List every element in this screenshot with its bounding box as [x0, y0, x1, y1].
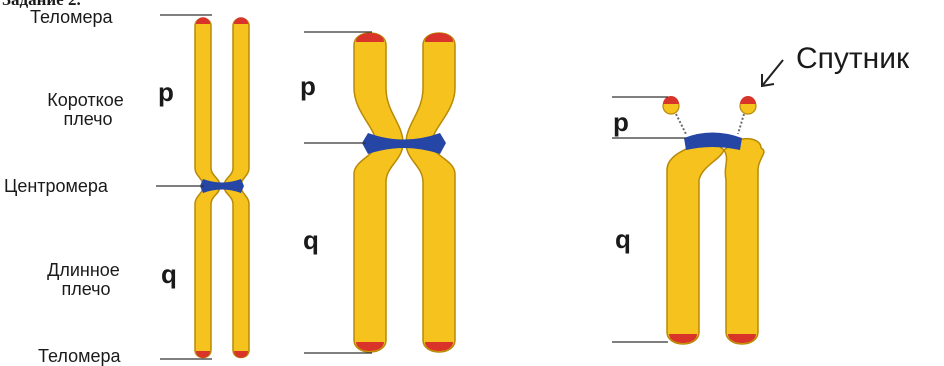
chromatid-right — [406, 33, 455, 352]
centromere — [200, 179, 244, 193]
chromatid-right — [724, 139, 764, 344]
long-arm-label-line1: Длинное — [47, 260, 120, 280]
chromosome-acrocentric — [663, 96, 764, 344]
p-arm-letter: p — [158, 77, 174, 107]
satellite-stalk-right — [738, 114, 744, 134]
arrow-icon — [762, 60, 783, 86]
telomere-top-right — [425, 33, 453, 42]
p-arm-letter: p — [300, 71, 316, 101]
short-arm-label-line1: Короткое — [47, 90, 123, 110]
telomere-bottom-label: Теломера — [38, 346, 122, 366]
short-arm-label-line2: плечо — [63, 109, 112, 129]
long-arm-label: Длинное плечо — [47, 260, 125, 299]
short-arm-label: Короткое плечо — [47, 90, 128, 129]
telomere-top-left — [196, 17, 210, 24]
chromatid-left — [667, 139, 724, 344]
satellite-label: Спутник — [796, 42, 910, 75]
p-arm-letter: p — [613, 107, 629, 137]
q-arm-letter: q — [303, 225, 319, 255]
telomere-top-right — [234, 17, 248, 24]
chromosome-metacentric — [195, 17, 249, 358]
telomere-top-label: Теломера — [30, 7, 114, 27]
satellite-stalk-left — [676, 114, 686, 134]
centromere-label: Центромера — [4, 176, 109, 196]
q-arm-letter: q — [615, 224, 631, 254]
chromatid-left — [354, 33, 403, 352]
centromere — [362, 133, 446, 154]
satellite-right-tip — [740, 96, 756, 104]
long-arm-label-line2: плечо — [61, 279, 110, 299]
q-arm-letter: q — [161, 259, 177, 289]
chromosome-submetacentric — [354, 33, 455, 352]
telomere-top-left — [356, 33, 384, 42]
